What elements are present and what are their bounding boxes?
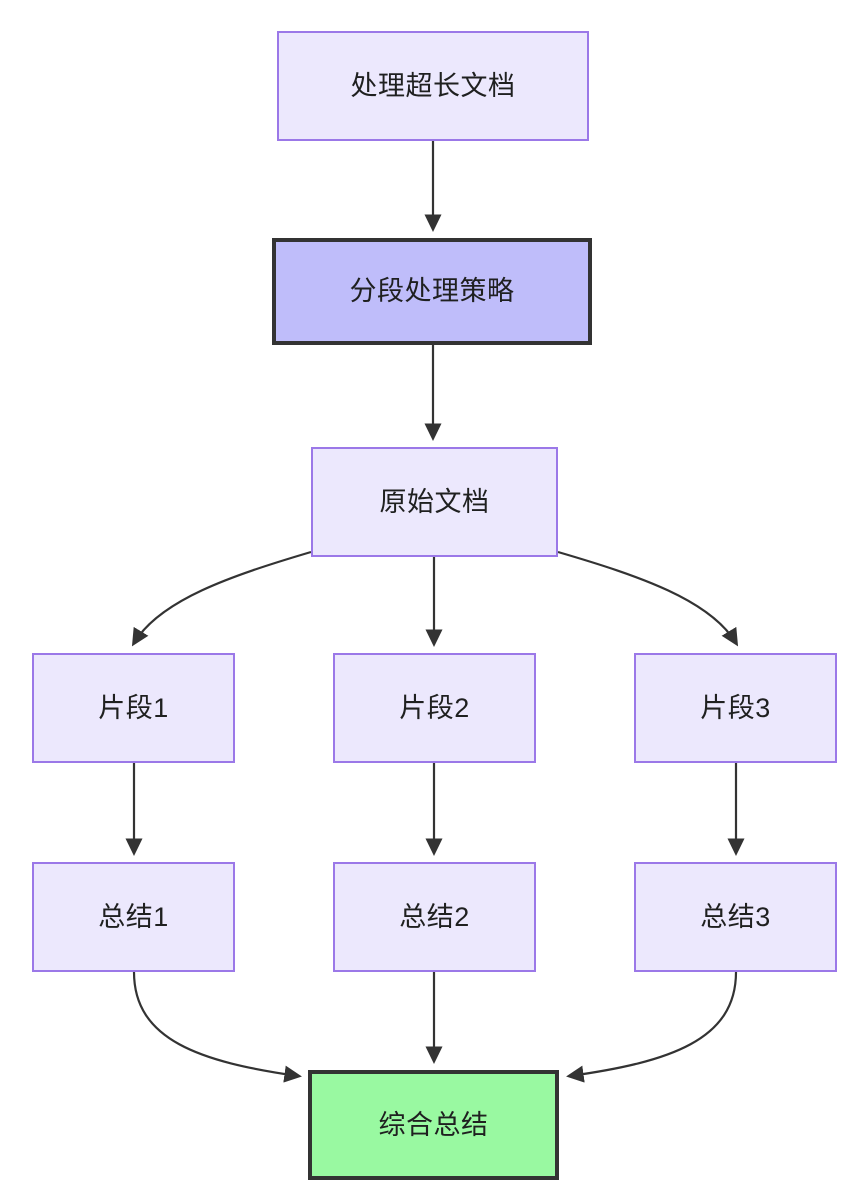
edge-n3-to-n4	[131, 550, 312, 647]
node-summary-1[interactable]: 总结1	[32, 862, 235, 972]
node-fragment-3[interactable]: 片段3	[634, 653, 837, 763]
node-label: 片段1	[98, 692, 169, 723]
node-fragment-1[interactable]: 片段1	[32, 653, 235, 763]
node-label: 综合总结	[378, 1109, 489, 1140]
node-label: 处理超长文档	[350, 70, 516, 101]
node-label: 总结2	[399, 901, 470, 932]
node-label: 原始文档	[379, 486, 490, 517]
node-chunking-strategy[interactable]: 分段处理策略	[272, 238, 592, 345]
node-fragment-2[interactable]: 片段2	[333, 653, 536, 763]
node-label: 片段3	[700, 692, 771, 723]
node-process-long-document[interactable]: 处理超长文档	[277, 31, 589, 141]
node-label: 总结3	[700, 901, 771, 932]
node-label: 片段2	[399, 692, 470, 723]
node-label: 分段处理策略	[349, 276, 515, 307]
edge-n9-to-n10	[566, 971, 738, 1083]
node-summary-2[interactable]: 总结2	[333, 862, 536, 972]
edge-n7-to-n10	[132, 971, 302, 1083]
edge-n3-to-n6	[557, 550, 739, 647]
node-summary-3[interactable]: 总结3	[634, 862, 837, 972]
node-final-summary[interactable]: 综合总结	[308, 1070, 559, 1180]
node-label: 总结1	[98, 901, 169, 932]
node-original-document[interactable]: 原始文档	[311, 447, 558, 557]
